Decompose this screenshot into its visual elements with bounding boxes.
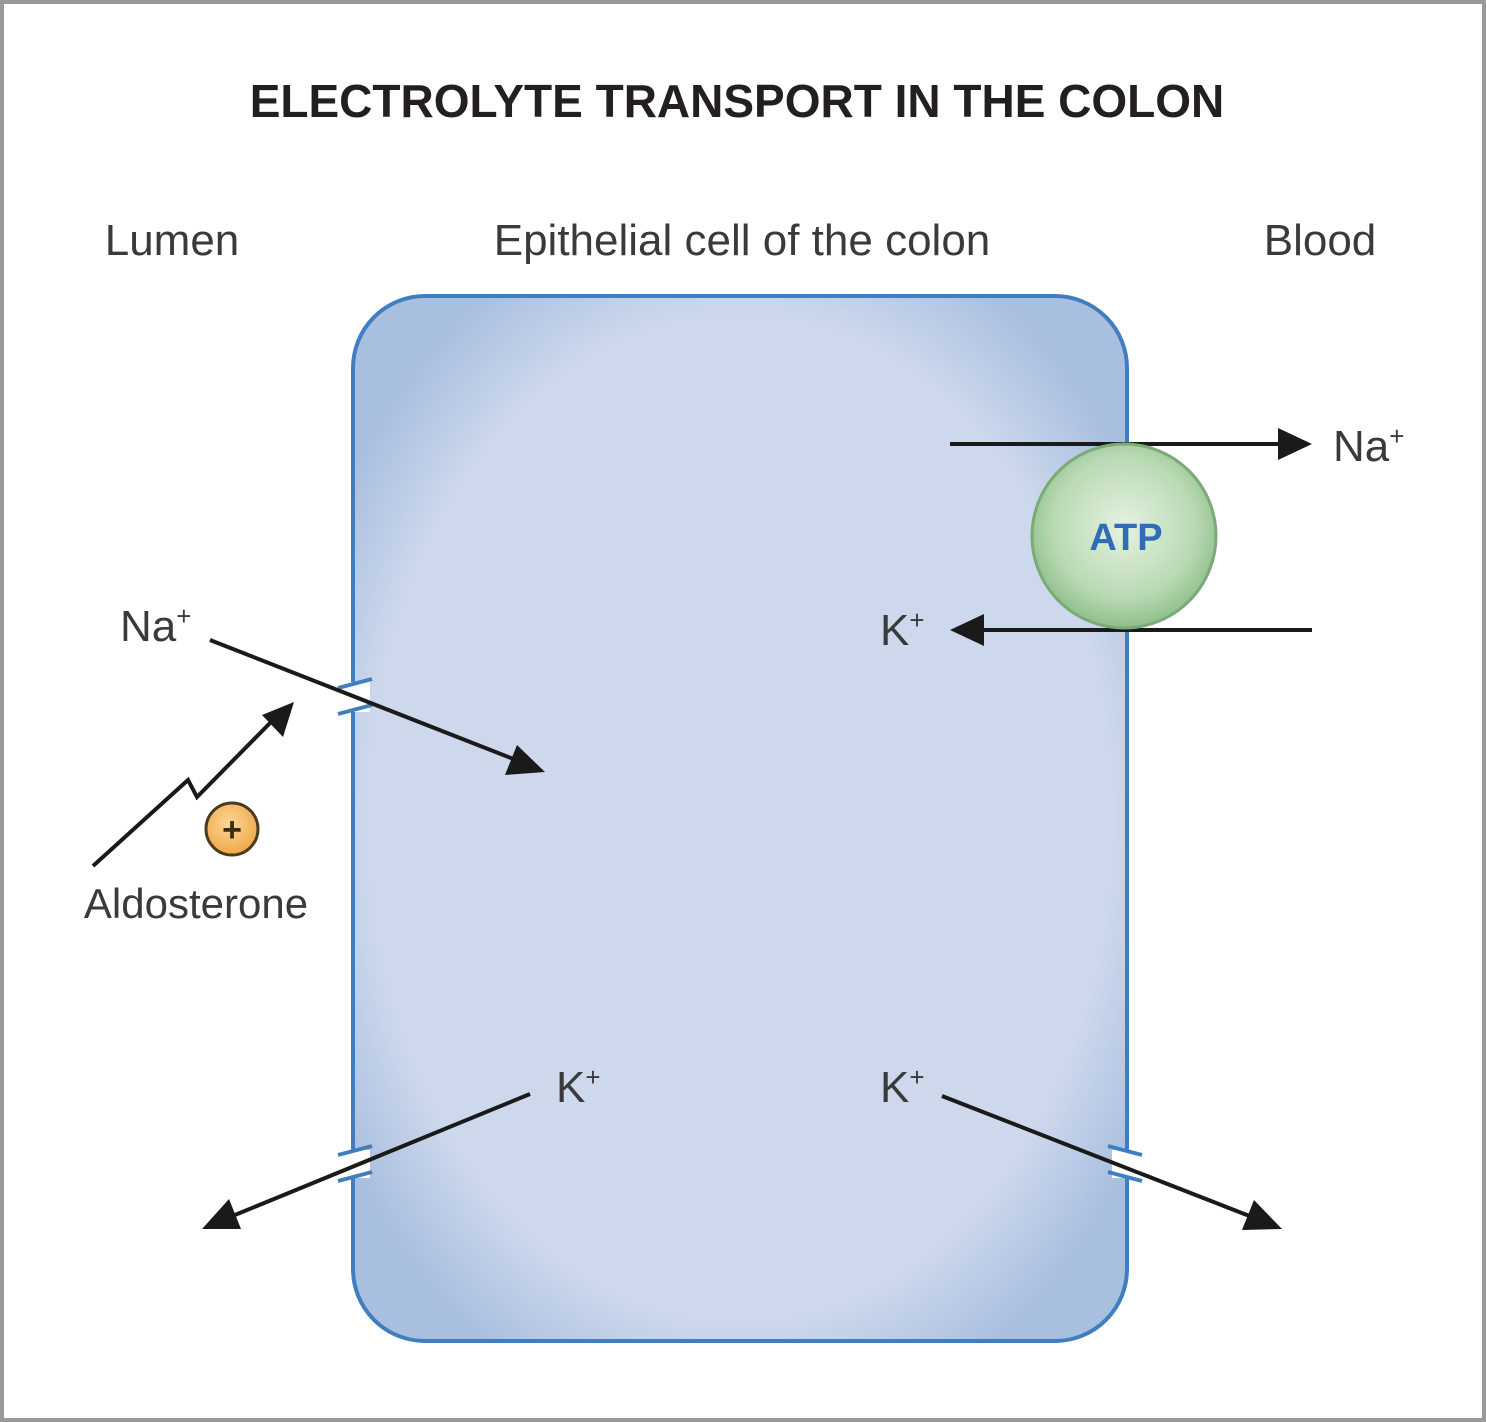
- k-basolateral-label: K+: [880, 1062, 925, 1112]
- aldosterone-label: Aldosterone: [84, 880, 308, 927]
- atp-pump: [1030, 442, 1218, 630]
- atp-label: ATP: [1089, 517, 1162, 559]
- k-influx-arrow: [950, 614, 1312, 646]
- cell-label: Epithelial cell of the colon: [494, 216, 991, 265]
- stimulation-plus-symbol: +: [222, 811, 242, 849]
- apical-k-channel: [337, 1144, 373, 1183]
- stimulation-plus-badge: +: [204, 801, 260, 857]
- k-basolateral-arrow: [941, 1094, 1282, 1230]
- blood-label: Blood: [1264, 216, 1377, 265]
- diagram-title: ELECTROLYTE TRANSPORT IN THE COLON: [250, 75, 1225, 127]
- k-secretion-arrow: [202, 1092, 531, 1229]
- na-absorption-arrow: [209, 638, 545, 775]
- na-blood-label: Na+: [1333, 421, 1404, 471]
- epithelial-cell: [351, 294, 1129, 1343]
- k-pump-label: K+: [880, 605, 925, 655]
- na-lumen-label: Na+: [120, 601, 191, 651]
- lumen-label: Lumen: [105, 216, 240, 265]
- k-apical-label: K+: [556, 1062, 601, 1112]
- aldosterone-stimulus-arrow: [91, 702, 294, 868]
